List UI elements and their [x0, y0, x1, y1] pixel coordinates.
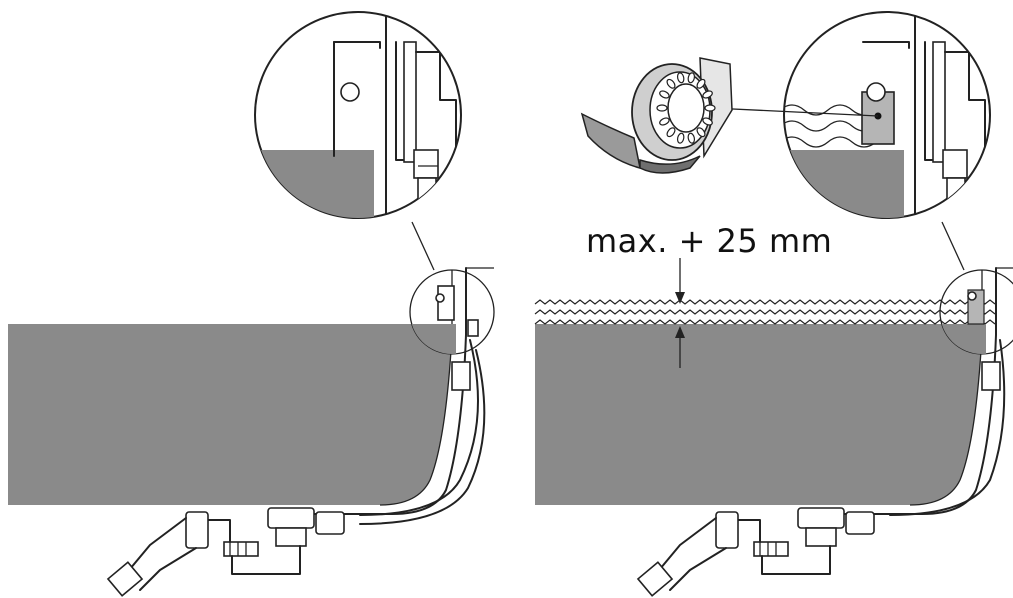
left-overflow-hose	[359, 339, 479, 516]
right-panel	[534, 11, 1013, 597]
right-waste-trap	[636, 507, 875, 597]
dimension-arrow	[675, 258, 685, 368]
cover-slot	[659, 117, 670, 126]
water-wave-line	[534, 309, 996, 315]
cover-slot	[656, 104, 668, 112]
right-overflow-hose	[889, 339, 1006, 516]
cover-slot	[676, 72, 685, 84]
cover-slot	[676, 132, 685, 144]
water-wave-lines	[534, 299, 996, 325]
cover-slot	[687, 132, 696, 144]
cover-slot	[704, 104, 716, 112]
right-tub-water	[535, 324, 982, 505]
cover-slot	[702, 90, 713, 99]
cover-slot	[666, 127, 676, 138]
left-waste-trap	[106, 507, 345, 597]
cover-slot	[687, 72, 696, 84]
cover-slot	[702, 117, 713, 126]
overflow-cover-part	[580, 57, 733, 174]
left-tub-water	[8, 324, 452, 505]
cover-slot	[696, 127, 706, 138]
water-wave-line	[534, 319, 996, 325]
overflow-height-label: max. + 25 mm	[586, 222, 833, 260]
cover-slot	[659, 90, 670, 99]
cover-slot	[666, 78, 676, 89]
left-panel	[8, 11, 495, 597]
water-wave-line	[534, 299, 996, 305]
cover-slot	[696, 78, 706, 89]
